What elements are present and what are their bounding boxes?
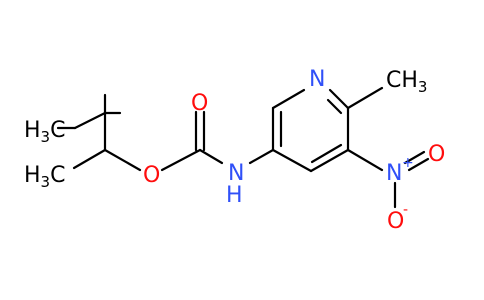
amide-nitrogen-label: N xyxy=(228,161,244,186)
bond-nitro-to-o-top-b xyxy=(407,157,430,172)
bond-tbu-methyl-top xyxy=(73,111,107,130)
nitro-minus-charge: - xyxy=(403,202,408,218)
methyl-label-right: CH3 xyxy=(386,68,427,96)
bonds xyxy=(56,86,430,209)
bond-tbu-ch3-lower xyxy=(72,148,107,170)
bond-ester-o-to-carbonyl xyxy=(160,148,202,172)
bond-ring-c5-c4-inner xyxy=(310,143,343,164)
bond-ring-to-nitro xyxy=(346,148,384,172)
carbonyl-oxygen-label: O xyxy=(191,91,208,116)
bond-ring-c2-n1 xyxy=(271,88,306,110)
methyl-label-lower: H3C xyxy=(24,163,65,191)
ester-oxygen-label: O xyxy=(143,163,160,188)
bond-nh-to-ring xyxy=(248,148,275,165)
bond-ring-n1-c6 xyxy=(328,88,350,110)
nitro-oxygen-bottom-label: O xyxy=(387,209,404,234)
bond-quat-to-ester-o xyxy=(103,148,142,172)
nitro-plus-charge: + xyxy=(402,155,414,171)
bond-ring-n1-c6-inner xyxy=(326,98,343,115)
bond-ring-c4-c3 xyxy=(271,148,313,173)
methyl-label-upper: H3C xyxy=(24,118,65,146)
bond-ring-c5-c4 xyxy=(309,148,350,173)
bond-carbonyl-to-nh xyxy=(198,148,224,165)
nitro-oxygen-top-label: O xyxy=(428,142,445,167)
ring-nitrogen-label: N xyxy=(309,67,325,92)
atom-labels: H3C H3C O O N H N CH3 N + O O - xyxy=(24,67,445,234)
bond-ring-to-methyl xyxy=(346,86,384,110)
bond-nitro-to-o-top-a xyxy=(403,150,426,165)
amide-hydrogen-label: H xyxy=(226,183,243,208)
nitro-nitrogen-label: N xyxy=(386,161,402,186)
